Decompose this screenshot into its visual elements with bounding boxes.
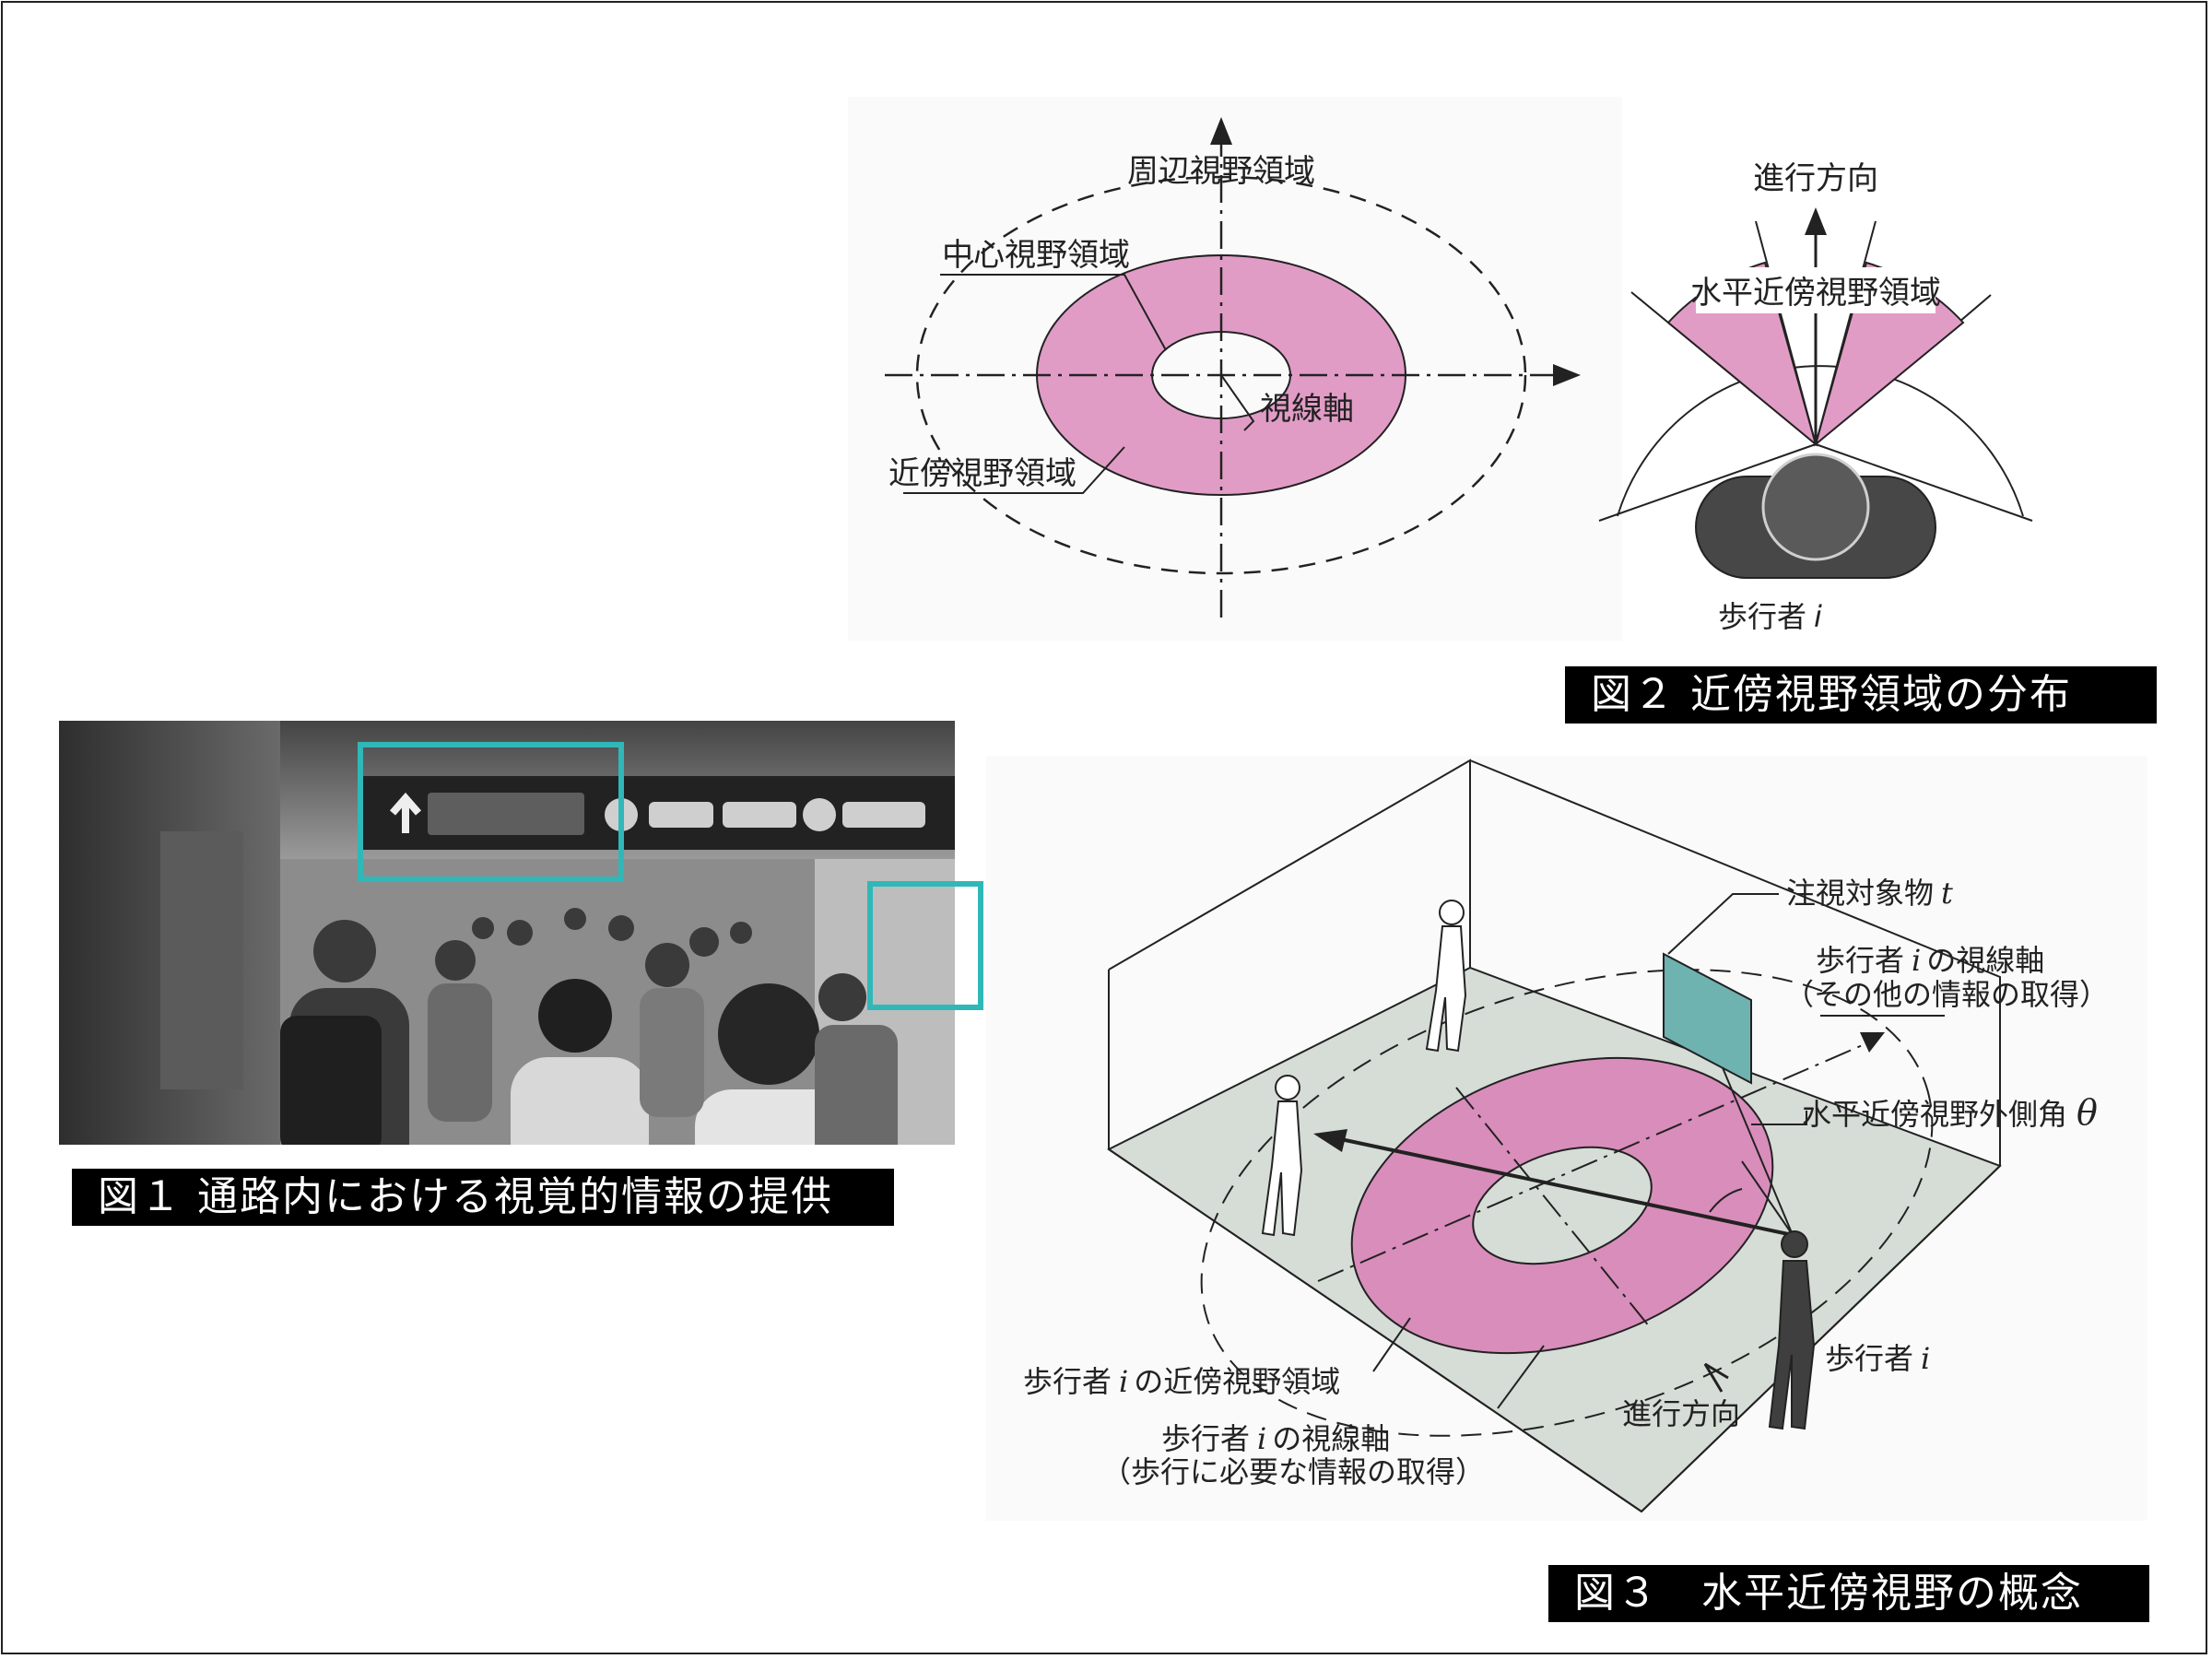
gaze-axis-other xyxy=(1317,1041,1872,1282)
figure-2-caption-text: 図２ 近傍視野領域の分布 xyxy=(1591,671,2072,718)
leader-angle xyxy=(1751,1111,1807,1125)
walk-direction-line xyxy=(1335,1136,1794,1237)
label-pedestrian-fig2: 歩行者 xyxy=(1718,599,1806,634)
label-gaze-walk-note: （歩行に必要な情報の取得） xyxy=(1101,1454,1485,1489)
leader-target xyxy=(1667,893,1779,955)
gaze-to-target xyxy=(1709,1036,1794,1236)
vertical-axis-arrowhead xyxy=(1210,117,1232,145)
horizontal-axis-arrowhead xyxy=(1553,364,1581,386)
figure-2-diagram: 周辺視野領域 中心視野領域 視線軸 近傍視野領域 水平近傍視野領域 進行方向 歩… xyxy=(848,97,2033,641)
leader-gaze-axis xyxy=(1220,374,1255,431)
walker-figure-1 xyxy=(1425,900,1467,1053)
direction-mark-arrow xyxy=(1703,1362,1729,1393)
sign-icon-4 xyxy=(803,798,836,831)
sign-icon-3 xyxy=(723,802,796,828)
pedestrian-head xyxy=(1761,453,1870,561)
direction-arrow-head xyxy=(1805,207,1827,235)
label-direction-fig3: 進行方向 xyxy=(1622,1396,1740,1431)
label-peripheral-field: 周辺視野領域 xyxy=(1127,153,1315,190)
right-boundary-line xyxy=(1815,443,2033,522)
sign-arrow-icon xyxy=(389,792,422,833)
leader-gaze-walk xyxy=(1497,1345,1545,1409)
sign-icon-2 xyxy=(649,802,713,828)
gaze-axis-other-arrowhead xyxy=(1860,1032,1885,1053)
figure-1-caption: 図１ 通路内における視覚的情報の提供 xyxy=(72,1169,894,1226)
figure-2-left-panel xyxy=(848,97,1622,641)
leader-near xyxy=(903,446,1125,494)
inner-left-line xyxy=(1755,220,1817,445)
near-field-ring-3d xyxy=(1350,1056,1774,1355)
figure-3-caption: 図３ 水平近傍視野の概念 xyxy=(1548,1565,2149,1622)
figure-1-caption-text: 図１ 通路内における視覚的情報の提供 xyxy=(98,1173,833,1220)
left-boundary-line xyxy=(1598,443,1817,522)
highlight-box-wall xyxy=(867,881,983,1010)
horizontal-near-label-bg xyxy=(1696,267,1936,313)
walk-direction-arrowhead xyxy=(1313,1129,1347,1152)
label-horizontal-near: 水平近傍視野領域 xyxy=(1690,275,1941,312)
front-right-edge xyxy=(1641,1165,2001,1512)
figure-2: 周辺視野領域 中心視野領域 視線軸 近傍視野領域 水平近傍視野領域 進行方向 歩… xyxy=(848,97,2138,650)
leader-near-region xyxy=(1372,1317,1411,1372)
figure-2-caption: 図２ 近傍視野領域の分布 xyxy=(1565,666,2157,724)
label-gaze-axis: 視線軸 xyxy=(1260,391,1354,428)
room-walls xyxy=(1108,759,2001,1166)
peripheral-circle xyxy=(1200,969,1934,1437)
inner-right-line xyxy=(1815,220,1877,445)
figure-1 xyxy=(59,592,1027,1274)
sign-icon-5 xyxy=(842,802,925,828)
pedestrian-i-figure xyxy=(1768,1230,1816,1430)
top-view: 水平近傍視野領域 進行方向 歩行者 i xyxy=(1598,160,2033,634)
top-view-arc xyxy=(1617,365,2024,517)
label-direction-fig2: 進行方向 xyxy=(1753,160,1878,197)
walker-figure-2 xyxy=(1261,1075,1303,1237)
highlight-box-sign xyxy=(358,742,624,882)
figure-3-caption-text: 図３ 水平近傍視野の概念 xyxy=(1574,1570,2083,1617)
angle-arc xyxy=(1709,1188,1743,1213)
wall-poster xyxy=(160,831,243,1089)
angle-leg xyxy=(1741,1160,1794,1236)
label-near-field: 近傍視野領域 xyxy=(888,455,1077,492)
gaze-target-panel xyxy=(1663,952,1752,1085)
sign-number-panel xyxy=(428,793,584,835)
label-pedestrian-fig2-var: i xyxy=(1814,599,1822,634)
label-gaze-other-note: （その他の情報の取得） xyxy=(1784,977,2109,1012)
cross-axis xyxy=(1455,1087,1651,1328)
leader-central xyxy=(940,274,1167,351)
crowd-photo xyxy=(59,721,983,1274)
label-central-field: 中心視野領域 xyxy=(942,237,1130,274)
front-left-edge xyxy=(1108,1148,1642,1512)
